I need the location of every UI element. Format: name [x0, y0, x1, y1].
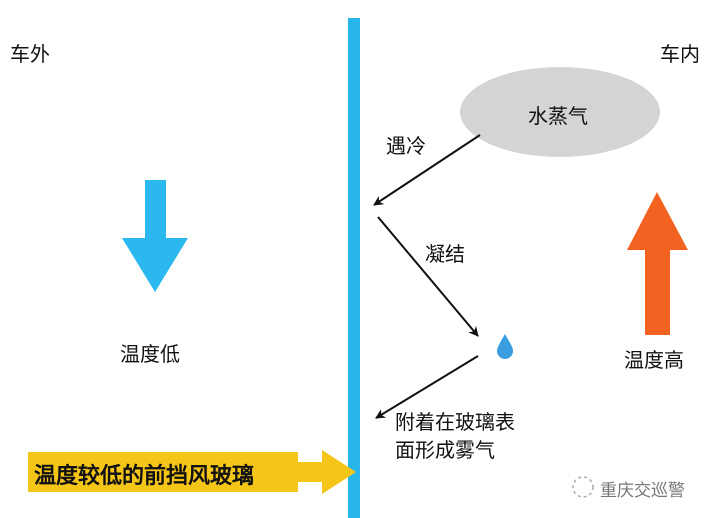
hot-up-arrow: [627, 192, 688, 335]
fog-label-line1: 附着在玻璃表: [395, 410, 515, 434]
fog-label-line2: 面形成雾气: [395, 438, 495, 462]
windshield-glass: [348, 18, 360, 518]
high-temp-label: 温度高: [624, 348, 684, 372]
condense-label: 凝结: [425, 242, 465, 266]
outside-label: 车外: [10, 42, 50, 66]
arrow-meet-cold: [373, 134, 481, 206]
water-drop-icon: [497, 334, 513, 359]
yellow-arrow: [298, 450, 356, 494]
watermark-icon: [572, 476, 594, 498]
inside-label: 车内: [660, 42, 700, 66]
watermark-text: 重庆交巡警: [600, 481, 685, 501]
windshield-label: 温度较低的前挡风玻璃: [34, 464, 255, 489]
vapor-label: 水蒸气: [528, 104, 588, 128]
low-temp-label: 温度低: [120, 342, 180, 366]
vapor-cloud: [460, 67, 660, 157]
arrow-fog: [375, 355, 479, 419]
meet-cold-label: 遇冷: [386, 134, 426, 158]
windshield-label-box: [28, 452, 298, 492]
cold-down-arrow: [122, 180, 188, 292]
arrow-condense: [377, 216, 479, 337]
